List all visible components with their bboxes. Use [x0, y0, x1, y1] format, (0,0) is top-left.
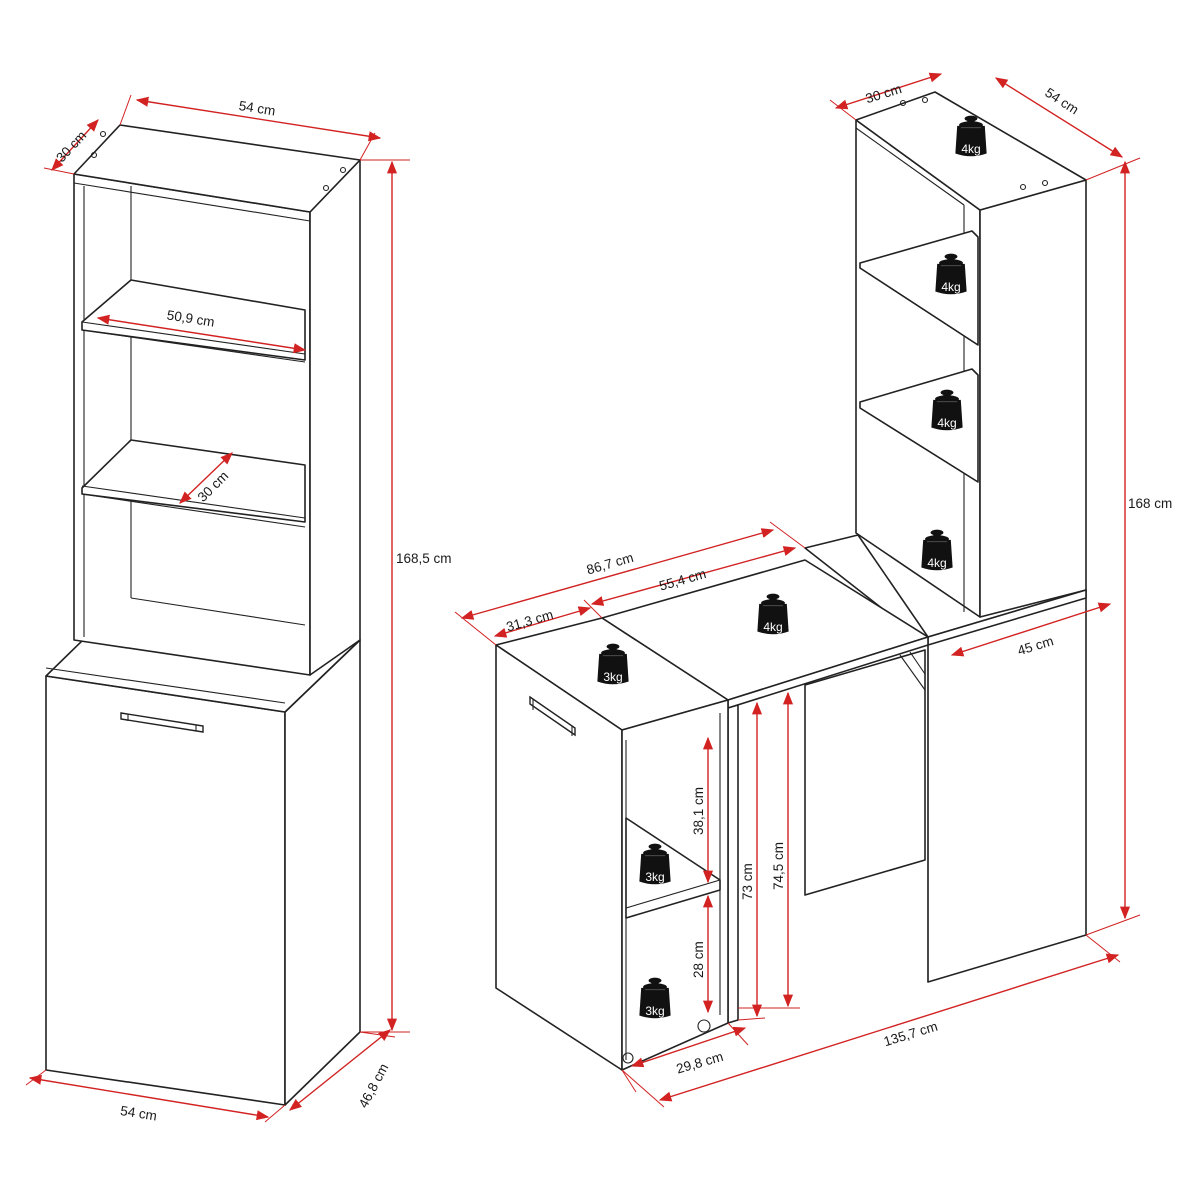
cabinet-depth-dim: [493, 606, 592, 638]
left-unit: 54 cm 30 cm 50,9 cm 30 cm 168,5 cm 54 cm…: [25, 94, 452, 1124]
left-depth-bottom-label: 46,8 cm: [356, 1061, 392, 1110]
left-shelf-depth-dim: [179, 452, 233, 504]
desk-top-dim: [590, 546, 797, 606]
left-width-top-dim: [135, 96, 382, 142]
tower-depth-label: 30 cm: [864, 81, 904, 106]
total-width-dim: [658, 953, 1120, 1102]
weight-desk-top-label: 4kg: [763, 620, 782, 634]
weight-cabinet-shelf-label: 3kg: [645, 870, 664, 884]
desk-back-panel: [804, 649, 926, 896]
weight-cabinet-top-icon: 3kg: [596, 643, 630, 685]
left-hutch-side: [309, 159, 361, 676]
tower-height-label: 168 cm: [1128, 496, 1172, 511]
left-depth-top-dim: [51, 119, 99, 171]
right-unit: 30 cm 54 cm 168 cm 86,7 cm 55,4 cm 31,3 …: [454, 72, 1172, 1108]
left-shelf-width-dim: [96, 314, 307, 354]
shelf-upper-label: 38,1 cm: [691, 787, 706, 835]
left-width-bottom-label: 54 cm: [119, 1103, 158, 1124]
left-cabinet-front: [45, 675, 286, 1106]
weight-tower-shelf-1-icon: 4kg: [934, 253, 968, 295]
left-depth-bottom-dim: [289, 1029, 391, 1111]
weight-tower-shelf-3-icon: 4kg: [920, 529, 954, 571]
total-width-label: 135,7 cm: [882, 1019, 939, 1050]
left-shelf-width-label: 50,9 cm: [166, 307, 216, 329]
desk-height-b-label: 74,5 cm: [771, 842, 786, 890]
weight-cabinet-top-label: 3kg: [603, 670, 622, 684]
weight-cabinet-shelf-icon: 3kg: [638, 843, 672, 885]
left-hutch-back: [73, 173, 311, 676]
shelf-lower-label: 28 cm: [691, 941, 706, 978]
right-depth-dim: [950, 602, 1112, 657]
weight-tower-shelf-1-label: 4kg: [941, 280, 960, 294]
left-width-bottom-dim: [28, 1074, 270, 1121]
desk-height-a-label: 73 cm: [740, 863, 755, 900]
left-height-label: 168,5 cm: [396, 551, 452, 566]
right-cabinet-door: [927, 589, 1087, 983]
weight-tower-shelf-3-label: 4kg: [927, 556, 946, 570]
cabinet-door-handle: [529, 695, 576, 737]
tower-side: [979, 179, 1087, 618]
left-cabinet-side: [284, 639, 361, 1106]
desk-total-label: 86,7 cm: [585, 550, 635, 578]
weight-tower-top-icon: 4kg: [954, 115, 988, 157]
left-width-top-label: 54 cm: [238, 98, 277, 119]
weight-tower-shelf-2-icon: 4kg: [930, 389, 964, 431]
weight-cabinet-bottom-label: 3kg: [645, 1004, 664, 1018]
left-door-handle: [120, 712, 204, 733]
weight-cabinet-bottom-icon: 3kg: [638, 977, 672, 1019]
cabinet-width-label: 29,8 cm: [675, 1049, 725, 1077]
weight-tower-top-label: 4kg: [961, 142, 980, 156]
weight-tower-shelf-2-label: 4kg: [937, 416, 956, 430]
tower-width-label: 54 cm: [1042, 85, 1081, 118]
left-depth-top-label: 30 cm: [53, 128, 89, 165]
tower-depth-dim: [834, 72, 943, 110]
weight-desk-top-icon: 4kg: [756, 593, 790, 635]
tower-width-dim: [994, 77, 1124, 158]
cabinet-depth-label: 31,3 cm: [505, 607, 555, 635]
